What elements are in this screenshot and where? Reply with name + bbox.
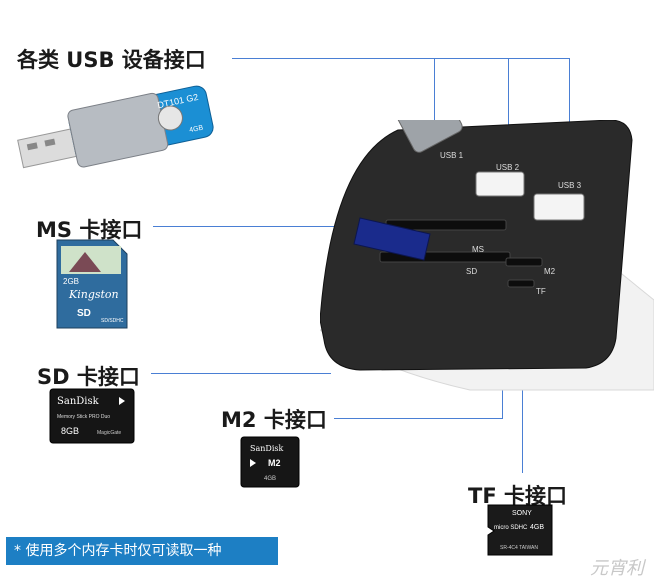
sd-card-image: 2GB Kingston SD SD/SDHC [56, 239, 128, 329]
ms-card-brand: SanDisk [57, 396, 100, 407]
sd-card-logo: SD [77, 308, 91, 319]
tf-slot-label: TF [536, 287, 546, 296]
watermark-logo: 元宵利 [590, 558, 644, 579]
sd-card-brand: Kingston [68, 288, 119, 301]
ms-slot-label: MS [472, 245, 484, 254]
sd-slot-label: SD [466, 267, 477, 276]
tf-card-port-label: TF 卡接口 [468, 484, 567, 508]
tf-card-origin: SR-4C4 TAIWAN [500, 545, 538, 551]
sd-card-capacity: 2GB [63, 277, 79, 286]
m2-card-port-label: M2 卡接口 [221, 408, 327, 432]
usb1-port-label: USB 1 [440, 151, 464, 160]
usb2-port-label: USB 2 [496, 163, 520, 172]
sd-card-small-text: SD/SDHC [101, 318, 124, 324]
m2-card-capacity: 4GB [264, 476, 276, 482]
ms-card-port-label: MS 卡接口 [36, 218, 143, 242]
ms-card-line: Memory Stick PRO Duo [57, 414, 110, 420]
usb-ports-label: 各类 USB 设备接口 [17, 48, 206, 72]
ms-card-image: SanDisk Memory Stick PRO Duo 8GB MagicGa… [49, 388, 135, 444]
footnote-banner: * 使用多个内存卡时仅可读取一种 [6, 537, 278, 565]
m2-slot-label: M2 [544, 267, 556, 276]
tf-card-type: micro SDHC [494, 525, 528, 531]
ms-card-tag: MagicGate [97, 430, 121, 436]
sd-card-port-label: SD 卡接口 [37, 365, 140, 389]
usb3-port-label: USB 3 [558, 181, 582, 190]
tf-card-brand: SONY [512, 510, 532, 517]
m2-card-image: SanDisk M2 4GB [240, 436, 300, 488]
usb-flash-drive-image: DT101 G2 4GB [17, 85, 214, 169]
m2-card-brand: SanDisk [250, 444, 283, 453]
tf-card-image: SONY micro SDHC 4GB SR-4C4 TAIWAN [487, 504, 553, 556]
tf-card-capacity: 4GB [530, 524, 544, 531]
card-reader-hub-image: USB 1 USB 2 USB 3 MS SD M2 TF [320, 120, 654, 391]
m2-card-type: M2 [268, 458, 281, 468]
usb-stick-size-text: 4GB [189, 124, 204, 134]
ms-card-capacity: 8GB [61, 426, 79, 436]
